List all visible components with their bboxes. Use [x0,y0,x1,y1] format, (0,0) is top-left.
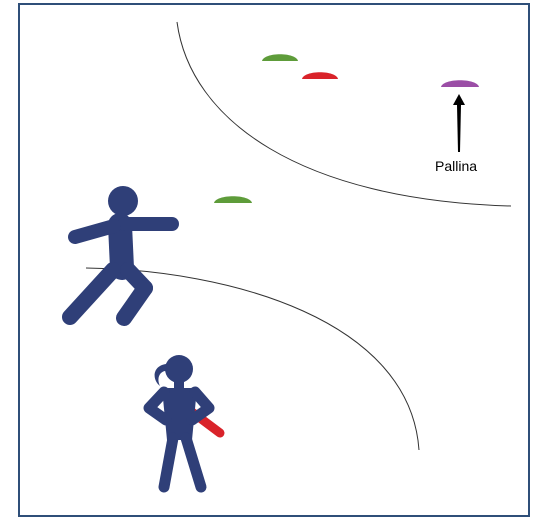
cone-green-middle [214,196,252,203]
referee-figure-icon [143,355,225,493]
ball-label: Pallina [435,158,478,174]
cone-red [302,72,338,79]
diagram-frame [18,3,530,517]
inner-arc [85,267,420,451]
cone-green-top [262,54,298,61]
cone-purple [441,80,479,87]
outer-arc [176,21,512,207]
thrower-figure-icon [62,186,179,326]
arrow-up-icon [453,94,465,152]
